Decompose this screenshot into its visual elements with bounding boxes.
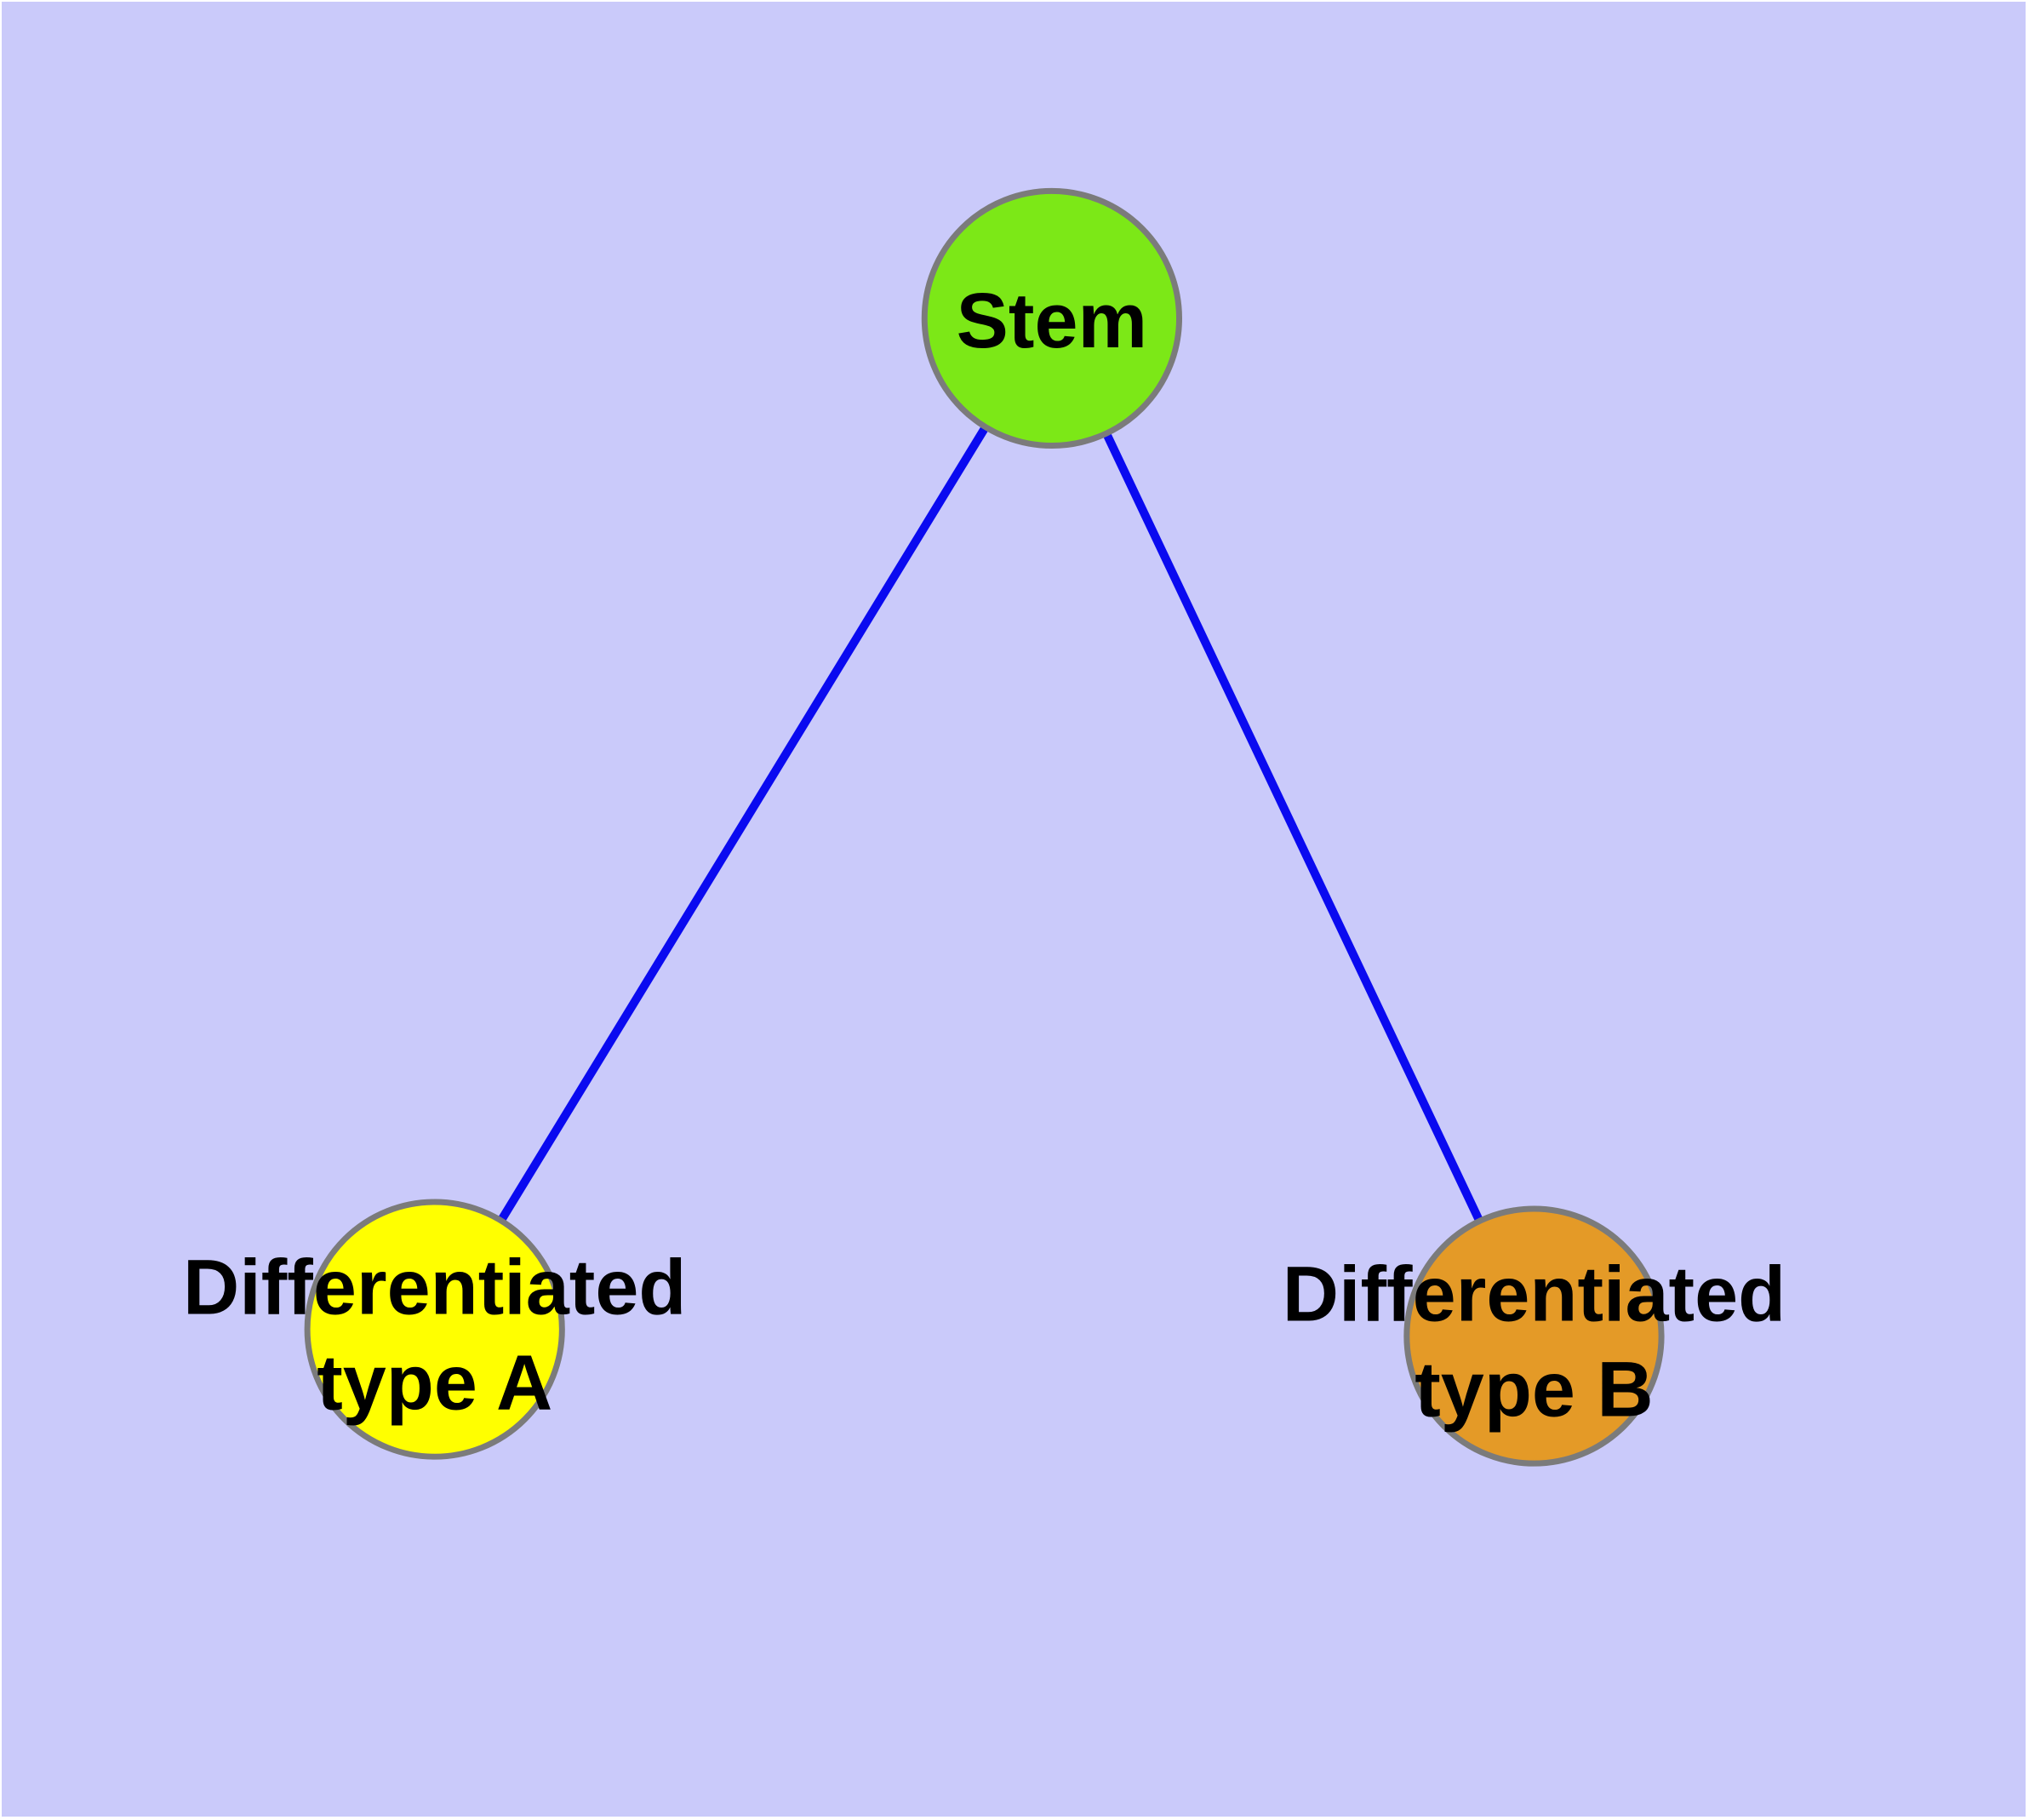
differentiated-type-a-circle[interactable] xyxy=(304,1199,565,1460)
stem-node: Stem xyxy=(921,187,1183,449)
differentiated-type-a-label-line2: type A xyxy=(317,1339,552,1426)
differentiated-type-b-circle[interactable] xyxy=(1403,1205,1665,1467)
differentiated-type-a-node: Differentiated type A xyxy=(183,1199,686,1460)
edge-stem-to-type-a[interactable] xyxy=(431,316,1056,1332)
stem-node-label: Stem xyxy=(957,278,1147,364)
differentiated-type-b-label-line1: Differentiated xyxy=(1283,1251,1786,1338)
edges xyxy=(431,316,1538,1338)
differentiated-type-a-label-line1: Differentiated xyxy=(183,1245,686,1331)
stem-node-circle[interactable] xyxy=(921,187,1183,449)
differentiated-type-b-label-line2: type B xyxy=(1415,1346,1653,1433)
differentiated-type-b-node: Differentiated type B xyxy=(1283,1205,1786,1467)
edge-stem-to-type-b[interactable] xyxy=(1048,316,1538,1338)
